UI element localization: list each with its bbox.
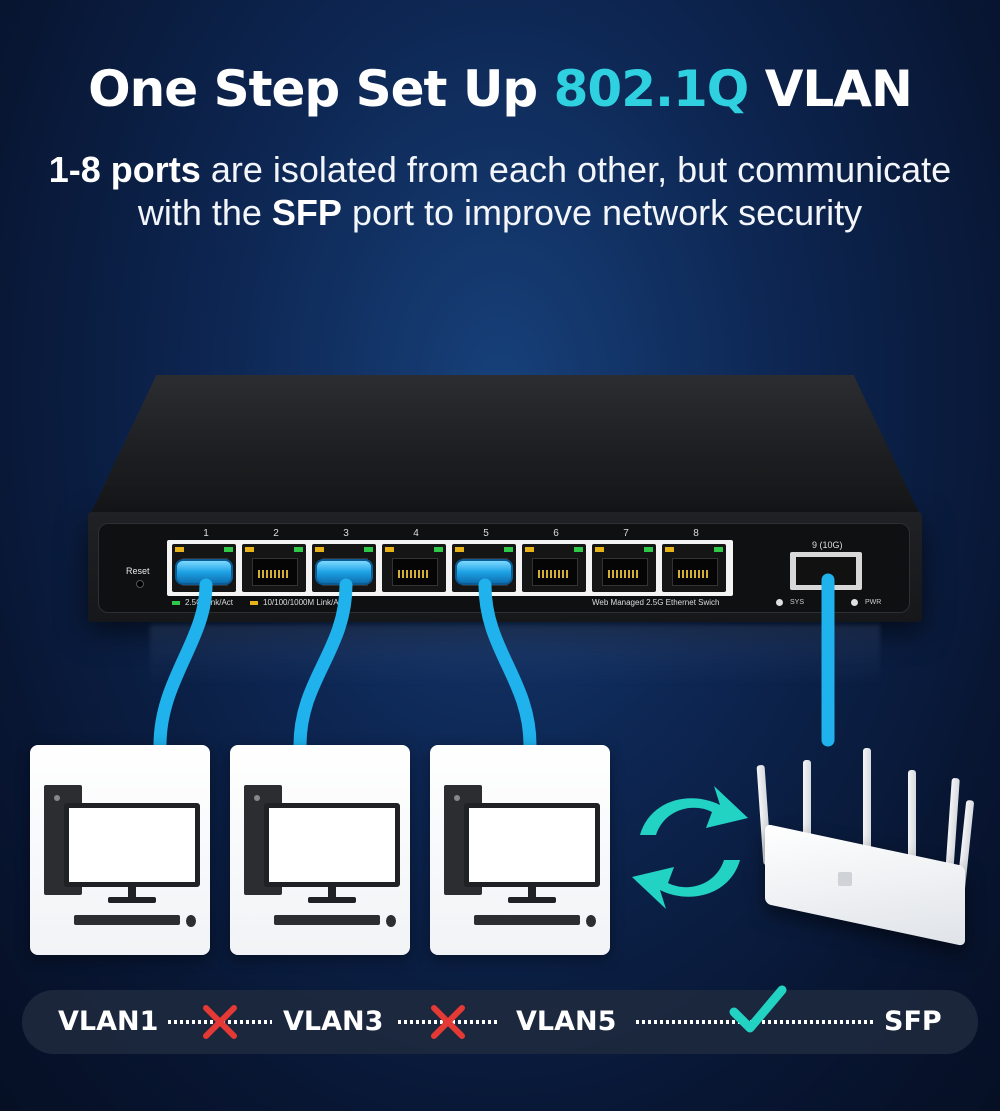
keyboard-icon — [474, 915, 580, 925]
sys-led-icon — [776, 599, 783, 606]
legend-amber-text: 10/100/1000M Link/Act — [263, 598, 345, 607]
amber-led-icon — [245, 547, 254, 552]
headline: One Step Set Up 802.1Q VLAN — [0, 60, 1000, 118]
amber-led-icon — [175, 547, 184, 552]
rj45-port-2[interactable] — [242, 544, 306, 592]
sfp-port-label: 9 (10G) — [812, 540, 843, 550]
pins-icon — [398, 570, 430, 578]
sys-label: SYS — [790, 599, 805, 606]
port-number-label: 8 — [693, 528, 699, 539]
pwr-label: PWR — [865, 599, 882, 606]
subhead-line-2: with the SFP port to improve network sec… — [0, 191, 1000, 234]
cable-port-1 — [153, 578, 213, 752]
model-label: Web Managed 2.5G Ethernet Swich — [592, 598, 720, 607]
vlan1-label: VLAN1 — [58, 1006, 159, 1037]
subhead-text-3: port to improve network security — [341, 192, 863, 233]
port-number-label: 5 — [483, 528, 489, 539]
cable-port-3 — [293, 578, 353, 752]
green-led-icon — [294, 547, 303, 552]
monitor-stand — [128, 887, 136, 899]
subhead-text-2: with the — [137, 192, 272, 233]
monitor-foot — [108, 897, 156, 903]
green-led-icon — [434, 547, 443, 552]
legend-green-led-icon — [172, 601, 180, 605]
legend-amber-led-icon — [250, 601, 258, 605]
pins-icon — [608, 570, 640, 578]
subhead-text-1: are isolated from each other, but commun… — [200, 149, 952, 190]
mouse-icon — [186, 915, 196, 927]
keyboard-icon — [274, 915, 380, 925]
amber-led-icon — [385, 547, 394, 552]
green-led-icon — [574, 547, 583, 552]
amber-led-icon — [455, 547, 464, 552]
subhead-bold-sfp: SFP — [271, 192, 342, 233]
amber-led-icon — [595, 547, 604, 552]
sfp-status-label: SFP — [884, 1006, 942, 1037]
monitor-foot — [308, 897, 356, 903]
keyboard-icon — [74, 915, 180, 925]
green-led-icon — [364, 547, 373, 552]
pins-icon — [678, 570, 710, 578]
cable-port-5 — [478, 578, 537, 752]
headline-accent: 802.1Q — [553, 60, 750, 118]
rj45-port-7[interactable] — [592, 544, 656, 592]
rj45-port-8[interactable] — [662, 544, 726, 592]
reset-label: Reset — [126, 566, 150, 576]
green-led-icon — [504, 547, 513, 552]
sync-arrows-icon — [632, 786, 748, 909]
router-antenna — [863, 748, 871, 858]
green-led-icon — [224, 547, 233, 552]
router-logo-icon — [838, 872, 852, 886]
cross-icon — [203, 1005, 237, 1039]
monitor-stand — [528, 887, 536, 899]
port-number-label: 3 — [343, 528, 349, 539]
monitor-stand — [328, 887, 336, 899]
rj45-port-4[interactable] — [382, 544, 446, 592]
pc-card-3 — [430, 745, 610, 955]
port-number-label: 4 — [413, 528, 419, 539]
cross-icon — [431, 1005, 465, 1039]
pins-icon — [258, 570, 290, 578]
port-number-label: 7 — [623, 528, 629, 539]
vlan3-label: VLAN3 — [283, 1006, 384, 1037]
mouse-icon — [386, 915, 396, 927]
port-number-label: 1 — [203, 528, 209, 539]
check-icon — [729, 985, 787, 1033]
monitor-icon — [464, 803, 600, 887]
router-antenna — [803, 760, 811, 855]
subhead-bold-ports: 1-8 ports — [48, 149, 201, 190]
port-number-label: 2 — [273, 528, 279, 539]
green-led-icon — [644, 547, 653, 552]
router-antenna — [908, 770, 916, 865]
reset-button[interactable] — [136, 580, 144, 588]
pc-card-2 — [230, 745, 410, 955]
vlan5-label: VLAN5 — [516, 1006, 617, 1037]
green-led-icon — [714, 547, 723, 552]
monitor-icon — [64, 803, 200, 887]
amber-led-icon — [525, 547, 534, 552]
pwr-led-icon — [851, 599, 858, 606]
monitor-icon — [264, 803, 400, 887]
amber-led-icon — [665, 547, 674, 552]
headline-suffix: VLAN — [748, 60, 913, 118]
amber-led-icon — [315, 547, 324, 552]
switch-top-cover — [90, 375, 920, 515]
port-number-label: 6 — [553, 528, 559, 539]
subhead-line-1: 1-8 ports are isolated from each other, … — [0, 148, 1000, 191]
mouse-icon — [586, 915, 596, 927]
pc-card-1 — [30, 745, 210, 955]
rj45-port-6[interactable] — [522, 544, 586, 592]
subheadline: 1-8 ports are isolated from each other, … — [0, 148, 1000, 234]
headline-prefix: One Step Set Up — [88, 60, 554, 118]
monitor-foot — [508, 897, 556, 903]
pins-icon — [538, 570, 570, 578]
